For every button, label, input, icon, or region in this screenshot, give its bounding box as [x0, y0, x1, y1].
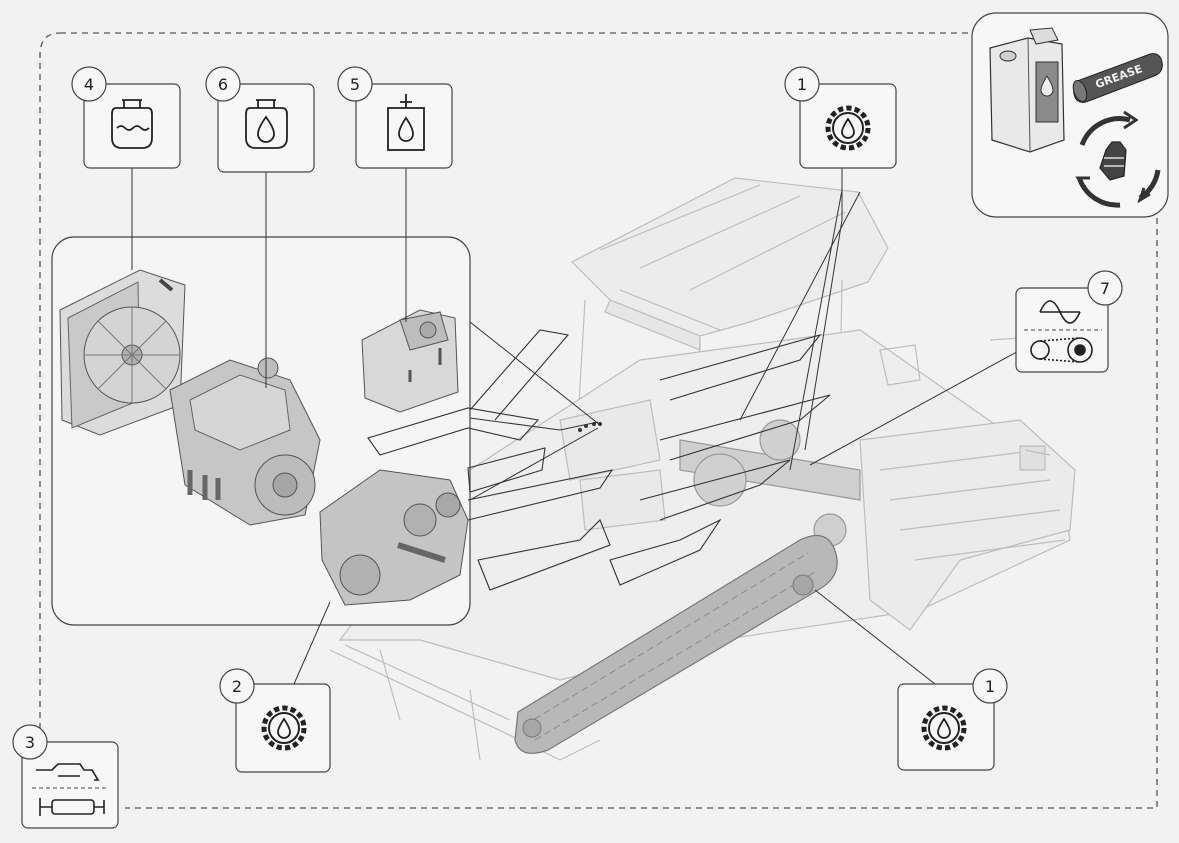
engine-illustration — [169, 357, 321, 526]
callout-2-gear-oil-pump: 2 — [219, 668, 331, 773]
callout-number: 5 — [350, 75, 360, 94]
hydraulic-tank-illustration — [361, 309, 459, 413]
pump-drive-illustration — [319, 469, 469, 606]
callout-5-hydraulic-tank: 5 — [337, 66, 453, 169]
callout-7-belt-drive: 7 — [1015, 270, 1123, 373]
callout-number: 6 — [218, 75, 228, 94]
engine-oil-icon — [245, 99, 288, 149]
hydraulic-tank-oil-icon — [387, 94, 425, 151]
leader-dots — [578, 422, 602, 432]
leader-lines — [131, 168, 1025, 685]
callout-4-coolant: 4 — [71, 66, 181, 169]
gear-oil-drop-icon — [261, 705, 307, 751]
belt-drive-icon — [1024, 300, 1102, 363]
callout-number: 3 — [25, 733, 35, 752]
callout-6-engine-oil: 6 — [205, 66, 315, 173]
gear-oil-drop-icon — [921, 705, 967, 751]
exhaust-muffler-icon — [32, 763, 108, 816]
maintenance-cycle-icon — [1075, 110, 1161, 208]
dashed-boundary — [39, 32, 1158, 809]
callout-number: 2 — [232, 677, 242, 696]
callout-number: 1 — [985, 677, 995, 696]
callout-number: 4 — [84, 75, 94, 94]
callout-1-gear-oil-upper: 1 — [784, 66, 897, 169]
crawler-track — [514, 534, 838, 754]
gear-oil-drop-icon — [825, 105, 871, 151]
supplies-box: GREASE — [971, 12, 1169, 218]
callout-3-exhaust: 3 — [12, 724, 119, 829]
callout-number: 7 — [1100, 279, 1110, 298]
callout-1-gear-oil-lower: 1 — [897, 668, 1008, 771]
coolant-reservoir-icon — [111, 99, 153, 149]
paver-machine-illustration — [329, 177, 1076, 761]
oil-canister-icon — [989, 27, 1065, 153]
callout-number: 1 — [797, 75, 807, 94]
radiator-illustration — [59, 269, 186, 436]
outline-arrows — [367, 329, 831, 591]
